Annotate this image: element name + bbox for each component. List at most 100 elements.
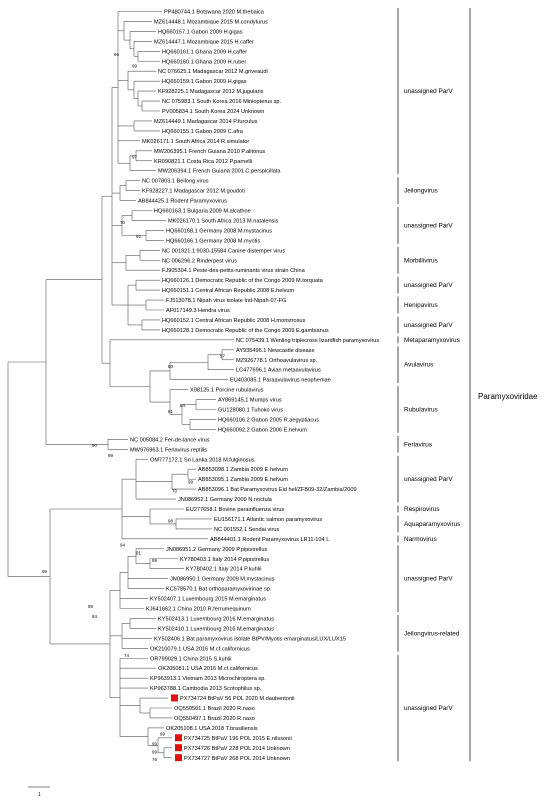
leaf-label: AB844425.1 Rodent Paramyxovirus (138, 199, 227, 205)
leaf-label: NC 005084.2 Fer-de-lance virus (130, 437, 210, 443)
scale-bar: 1 (28, 786, 50, 798)
bootstrap-value: 99 (88, 604, 93, 609)
leaf-label: HQ660166.1 Germany 2008 M.myotis (166, 238, 260, 244)
family-bracket: Paramyxoviridae (469, 8, 538, 762)
leaf-label: HQ660092.2 Gabon 2006 E.helvum (218, 427, 307, 433)
leaf-label: AB853098.1 Zambia 2009 E.helvum (198, 467, 288, 473)
highlight-square-marker (171, 694, 178, 702)
leaf-label: KC578570.1 Bat orthoparamyxovirinae sp. (166, 587, 272, 593)
bootstrap-value: 76 (152, 757, 157, 762)
bootstrap-value: 99 (188, 480, 193, 485)
leaf-label: KJ641662.1 China 2010 R.ferrumequinum (146, 607, 251, 613)
leaf-label: AB853095.1 Zambia 2009 E.helvum (198, 477, 288, 483)
leaf-label: HQ660161.1 Ghana 2009 H.caffer (162, 49, 247, 55)
leaf-label: AF017149.3 Hendra virus (166, 308, 230, 314)
leaf-label: MW206395.1 French Guiana 2010 P.alitonus (154, 149, 265, 155)
leaf-label: HQ660151.1 Central African Republic 2008… (162, 288, 294, 294)
leaf-label: AB844401.1 Rodent Paramyxovirus LR11-104… (210, 537, 329, 543)
clade-label: Jeilongvirus-related (404, 630, 460, 637)
clade-label: Ferlavirus (404, 441, 432, 448)
bootstrap-value: 99 (160, 731, 165, 736)
leaf-label: HQ660126.1 Democratic Republic of the Co… (162, 278, 324, 284)
leaf-label: LC477696.1 Avian metaavulavirus (236, 368, 321, 374)
bootstrap-value: 91 (136, 550, 141, 555)
bootstrap-value: 99 (152, 558, 157, 563)
highlight-square-marker (175, 754, 182, 762)
leaf-label: PP480744.1 Botswana 2020 M.thebaica (164, 10, 265, 16)
leaf-labels: PP480744.1 Botswana 2020 M.thebaicaMZ614… (130, 10, 379, 762)
bootstrap-value: 94 (120, 542, 125, 547)
clade-label: Henipavirus (404, 302, 438, 309)
leaf-label: JN086952.1 Germany 2009 N.noctula (178, 497, 273, 503)
leaf-label: HQ660163.1 Bulgaria 2009 M.alcathoe (154, 209, 251, 215)
leaf-label: KY780403.1 Italy 2014 P.pipistrellus (180, 557, 269, 563)
bootstrap-value: 99 (108, 453, 113, 458)
leaf-label: OK210079.1 USA 2016 M.cf.californicus (150, 646, 250, 652)
scale-bar-label: 1 (38, 792, 41, 798)
bootstrap-value: 84 (180, 403, 185, 408)
leaf-label: KY780402.1 Italy 2014 P.kuhlii (186, 567, 261, 573)
clade-label: Narmovirus (404, 536, 437, 543)
leaf-label: HQ660157.1 Gabon 2009 H.gigas (158, 29, 243, 35)
bootstrap-value: 99 (152, 749, 157, 754)
leaf-label: MK026170.1 South Africa 2013 M.natalensi… (168, 218, 279, 224)
clade-label: unassigned ParV (404, 88, 453, 95)
clade-label: Morbillivirus (404, 257, 438, 264)
leaf-label: HQ660128.1 Democratic Republic of the Co… (162, 328, 329, 334)
leaf-label: PX734727 BtPaV 268 POL 2014 Unknown (184, 756, 290, 762)
leaf-label: MZ614449.1 Madagascar 2014 P.furculus (154, 119, 258, 125)
leaf-label: HQ660168.1 Germany 2008 M.mystacinus (166, 228, 272, 234)
leaf-label: KY502410.1 Luxembourg 2016 M.emarginatus (158, 626, 274, 632)
clade-label: unassigned ParV (404, 476, 453, 483)
leaf-label: KF928225.1 Madagascar 2012 M.jugularis (158, 89, 264, 95)
highlight-square-marker (175, 734, 182, 742)
leaf-label: OQ550501.1 Brazil 2020 R.naso (174, 706, 255, 712)
family-label: Paramyxoviridae (478, 392, 538, 401)
leaf-label: NC 007803.1 Beilong virus (142, 179, 209, 185)
leaf-label: HQ660160.1 Ghana 2009 H.ruber (162, 59, 246, 65)
leaf-label: HQ660152.1 Central African Republic 2008… (162, 318, 306, 324)
leaf-label: OR799029.1 China 2015 S.kuhlii (150, 656, 231, 662)
clade-label: unassigned ParV (404, 705, 453, 712)
leaf-label: EU403085.1 Paraavulavirus neophemae (230, 378, 331, 384)
leaf-label: OK205081.1 USA 2016 M.cf.californicus (158, 666, 258, 672)
bootstrap-value: 99 (152, 741, 157, 746)
clade-label: unassigned ParV (404, 576, 453, 583)
leaf-label: MW976963.1 Ferlavirus reptilis (130, 447, 207, 453)
leaf-label: NC 001552.1 Sendai virus (214, 527, 280, 533)
leaf-label: FJ905304.1 Peste-des-petits-ruminants vi… (162, 268, 306, 274)
clade-label: Respirovirus (404, 506, 440, 513)
leaf-label: AY935496.1 Newcastle disease (236, 348, 315, 354)
leaf-label: EU156171.1 Atlantic salmon paramyxovirus (214, 517, 322, 523)
bootstrap-value: 98 (168, 518, 173, 523)
leaf-label: MW206394.1 French Guiana 2001 C.perspici… (158, 169, 281, 175)
clade-label: Avulavirus (404, 362, 433, 369)
leaf-label: NC 006296.2 Rinderpest virus (162, 258, 237, 264)
leaf-label: GU128080.1 Tuhoko virus (218, 408, 283, 414)
highlight-square-marker (175, 744, 182, 752)
leaf-label: HQ660159.1 Gabon 2009 H.gigas (162, 79, 247, 85)
leaf-label: NC 075983.1 South Korea 2016 Miniopterus… (162, 99, 282, 105)
leaf-label: OM777172.1 Sri Lanka 2018 M.fulginosus (150, 457, 255, 463)
leaf-label: PX734726 BtPaV 228 POL 2014 Unknown (184, 746, 290, 752)
leaf-label: MK026171.1 South Africa 2014 R.simulator (142, 139, 249, 145)
leaf-label: NC 075439.1 Wenling triplecross lizardfi… (236, 338, 379, 344)
leaf-label: KY502413.1 Luxembourg 2016 M.emarginatus (158, 616, 274, 622)
clade-label: unassigned ParV (404, 222, 453, 229)
leaf-label: HQ660155.1 Gabon 2009 C.afra (162, 129, 244, 135)
clade-label: Metaparamyxovirus (404, 337, 460, 344)
leaf-label: X98125.1 Porcine rubulavirus (190, 388, 264, 394)
leaf-label: AY869145.1 Mumps virus (218, 398, 282, 404)
leaf-label: KF928227.1 Madagascar 2012 M.goudoti (142, 189, 245, 195)
leaf-label: EU277658.1 Bovine parainfluenza virus (186, 507, 284, 513)
leaf-label: JN086951.2 Germany 2009 P.pipistrellus (166, 547, 267, 553)
bootstrap-value: 97 (132, 154, 137, 159)
leaf-label: KP963788.1 Cambodia 2013 Scotophilus sp. (150, 686, 262, 692)
clade-label: unassigned ParV (404, 282, 453, 289)
bootstrap-value: 74 (124, 653, 129, 658)
leaf-label: NC 076625.1 Madagascar 2012 M.griveaudi (158, 69, 268, 75)
leaf-label: MZ926778.1 Orthoavulavirus sp. (236, 358, 318, 364)
clade-label: unassigned ParV (404, 322, 453, 329)
